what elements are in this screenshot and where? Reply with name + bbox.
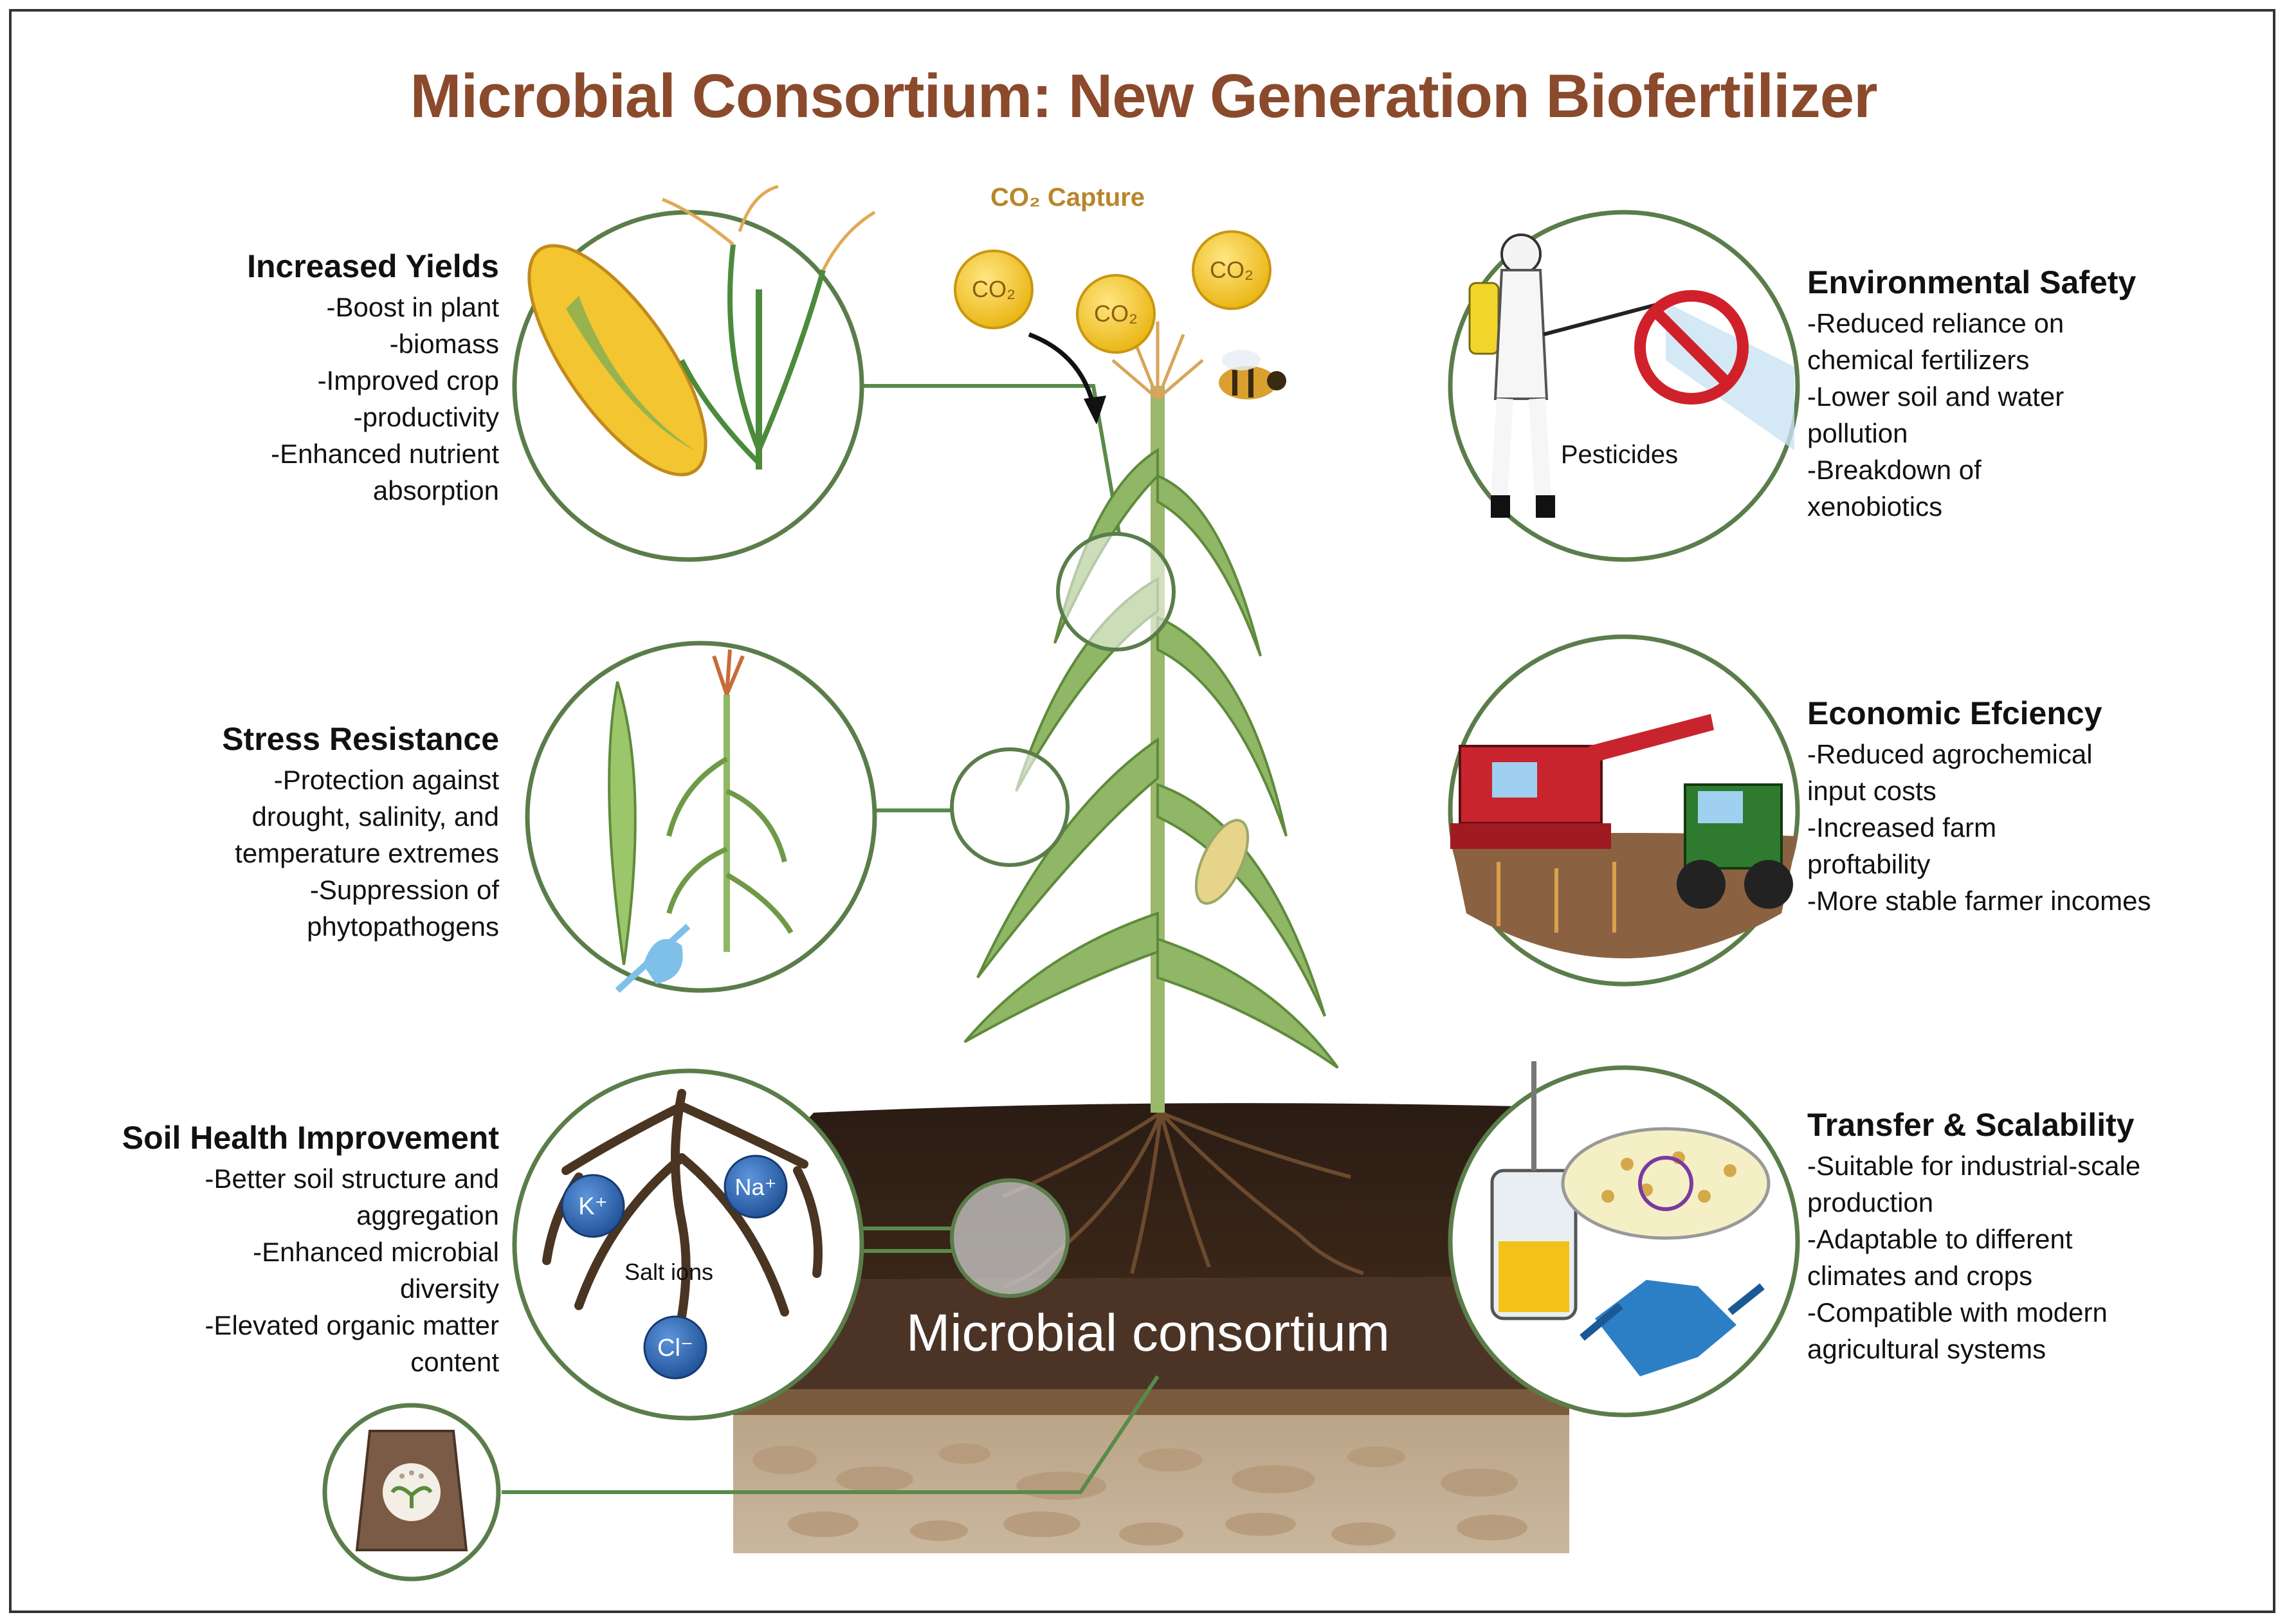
soil-focus-circle <box>950 1178 1070 1298</box>
section-line: -biomass <box>389 329 499 359</box>
chloride-ion <box>643 1315 707 1380</box>
co2-bubble <box>1076 274 1156 354</box>
section-line: climates and crops <box>1807 1261 2033 1291</box>
co2-bubble <box>954 250 1034 329</box>
section-line: drought, salinity, and <box>251 801 499 832</box>
section-line: -Breakdown of <box>1807 455 1982 485</box>
maize-plant <box>963 322 1339 1113</box>
section-line: diversity <box>399 1273 499 1304</box>
section-line: -Adaptable to different <box>1807 1224 2073 1254</box>
plant-focus-circle-stress <box>950 747 1070 867</box>
section-line: -productivity <box>353 402 499 432</box>
section-environmental-safety: Environmental Safety -Reduced reliance o… <box>1807 264 2257 525</box>
section-line: phytopathogens <box>307 911 499 942</box>
section-line: production <box>1807 1187 1934 1218</box>
section-line: -Reduced reliance on <box>1807 308 2064 338</box>
co2-bubble-label: CO₂ <box>1210 257 1253 283</box>
yields-illustration <box>512 185 876 562</box>
co2-bubble-label: CO₂ <box>1094 300 1138 327</box>
diagram-title: Microbial Consortium: New Generation Bio… <box>410 62 1878 131</box>
potassium-ion <box>561 1174 625 1238</box>
section-heading: Environmental Safety <box>1807 264 2137 300</box>
pesticides-label: Pesticides <box>1561 441 1678 469</box>
section-line: -Enhanced microbial <box>253 1237 499 1267</box>
co2-bubble-label: CO₂ <box>972 276 1016 302</box>
soil-consortium-label: Microbial consortium <box>906 1304 1390 1362</box>
pebbles <box>752 1443 1527 1546</box>
section-line: -Boost in plant <box>326 292 500 322</box>
section-line: temperature extremes <box>235 838 499 868</box>
section-line: aggregation <box>356 1200 499 1230</box>
section-heading: Increased Yields <box>247 248 499 284</box>
co2-arrow <box>1028 332 1096 406</box>
section-line: -Compatible with modern <box>1807 1297 2108 1327</box>
plant-focus-circle-yields <box>1056 532 1176 652</box>
section-heading: Stress Resistance <box>222 721 499 757</box>
section-stress-resistance: Stress Resistance -Protection against dr… <box>49 720 499 945</box>
fertilizer-bag-icon <box>322 1403 501 1582</box>
section-line: agricultural systems <box>1807 1334 2046 1364</box>
section-line: -Suppression of <box>309 875 499 905</box>
section-line: -Protection against <box>273 765 499 795</box>
connector-lines <box>502 384 1160 1494</box>
plant-roots <box>1002 1111 1364 1288</box>
salt-ions-label: Salt ions <box>624 1259 713 1285</box>
section-line: -Lower soil and water <box>1807 381 2064 412</box>
section-line: absorption <box>372 475 499 506</box>
section-line: -Enhanced nutrient <box>271 439 499 469</box>
co2-arrowhead <box>1084 396 1106 424</box>
co2-bubble <box>1192 230 1271 310</box>
section-line: xenobiotics <box>1807 491 1943 522</box>
section-line: -Better soil structure and <box>205 1163 499 1194</box>
petri-dish-icon <box>1561 1127 1771 1240</box>
section-line: proftability <box>1807 849 1931 879</box>
chloride-ion-label: Cl⁻ <box>657 1335 693 1362</box>
co2-bubbles <box>954 230 1271 354</box>
prohibited-icon <box>1634 290 1749 405</box>
section-line: chemical fertilizers <box>1807 345 2030 375</box>
section-heading: Transfer & Scalability <box>1807 1107 2135 1143</box>
section-heading: Soil Health Improvement <box>122 1120 499 1156</box>
economic-illustration <box>1448 634 1800 987</box>
section-soil-health: Soil Health Improvement -Better soil str… <box>49 1119 499 1380</box>
section-line: -More stable farmer incomes <box>1807 886 2151 916</box>
section-heading: Economic Efciency <box>1807 695 2102 731</box>
transfer-illustration <box>1448 1061 1800 1418</box>
co2-capture-caption: CO₂ Capture <box>990 183 1145 212</box>
section-line: -Reduced agrochemical <box>1807 739 2093 769</box>
section-line: -Increased farm <box>1807 812 1997 843</box>
sodium-ion-label: Na⁺ <box>734 1174 776 1200</box>
section-line: pollution <box>1807 418 1908 448</box>
environment-illustration <box>1448 210 1800 562</box>
section-line: -Elevated organic matter <box>205 1310 499 1340</box>
bee-icon <box>1219 350 1286 399</box>
soil-health-illustration <box>512 1068 864 1421</box>
section-increased-yields: Increased Yields -Boost in plant -biomas… <box>49 248 499 509</box>
handshake-icon <box>1595 1280 1736 1376</box>
section-line: content <box>410 1347 499 1377</box>
section-line: input costs <box>1807 776 1936 806</box>
section-transfer-scalability: Transfer & Scalability -Suitable for ind… <box>1807 1106 2257 1367</box>
stress-illustration <box>525 641 877 993</box>
section-economic-efficiency: Economic Efciency -Reduced agrochemical … <box>1807 695 2257 919</box>
section-line: -Improved crop <box>317 365 499 396</box>
section-line: -Suitable for industrial-scale <box>1807 1151 2141 1181</box>
potassium-ion-label: K⁺ <box>578 1193 607 1220</box>
figure-border <box>9 9 2275 1613</box>
soil-cross-section <box>733 1103 1569 1553</box>
sodium-ion <box>724 1154 788 1219</box>
